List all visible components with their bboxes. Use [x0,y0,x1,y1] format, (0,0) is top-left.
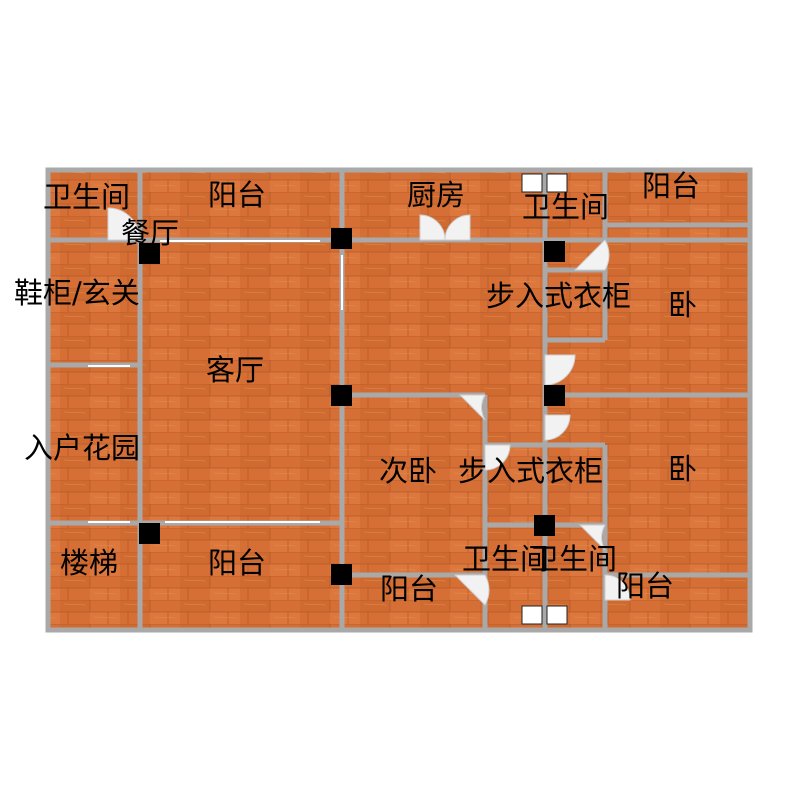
windows [88,240,343,523]
room-label-second-bedroom: 次卧 [379,454,438,488]
room-label-entry-garden: 入户花园 [24,431,141,465]
room-label-bathroom-2: 卫生间 [522,190,610,224]
room-label-balcony-2: 阳台 [642,169,701,203]
room-label-walkin-closet-2: 步入式衣柜 [458,454,604,488]
room-label-balcony-3: 阳台 [208,546,267,580]
room-label-balcony-5: 阳台 [616,569,675,603]
room-label-walkin-closet-1: 步入式衣柜 [486,279,632,313]
window-boxes [521,173,568,625]
room-label-bathroom-3: 卫生间 [462,542,550,576]
room-label-bathroom-4: 卫生间 [530,542,618,576]
room-label-balcony-4: 阳台 [380,572,439,606]
room-label-stairs: 楼梯 [60,546,119,580]
floor-area [48,170,750,630]
doors [107,207,631,606]
room-label-balcony-1: 阳台 [208,178,267,212]
room-label-master-bedroom: 卧 [668,288,698,322]
room-label-living: 客厅 [206,353,265,387]
room-label-bathroom-1: 卫生间 [43,180,131,214]
outer-walls [45,167,753,633]
room-label-bedroom-3: 卧 [668,452,698,486]
room-label-shoe-cabinet: 鞋柜/玄关 [14,276,140,310]
pillars [139,228,565,585]
room-label-kitchen: 厨房 [407,178,466,212]
room-label-dining: 餐厅 [121,216,180,250]
